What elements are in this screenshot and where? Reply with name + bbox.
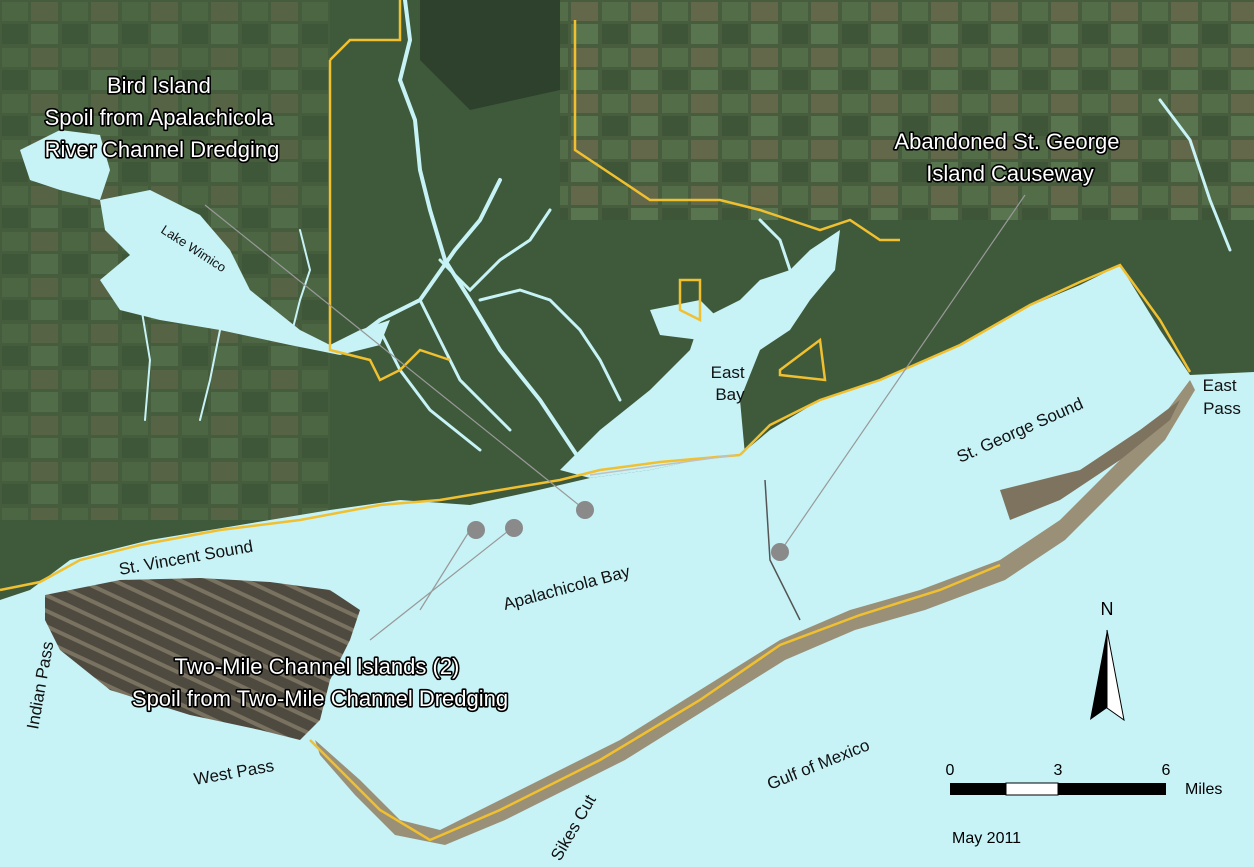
swamp-dark bbox=[420, 0, 560, 110]
scale-seg-1 bbox=[950, 783, 1006, 795]
scale-seg-3 bbox=[1058, 783, 1166, 795]
scale-tick-6: 6 bbox=[1162, 762, 1171, 779]
st-vincent-island bbox=[45, 578, 360, 740]
callout-causeway: Abandoned St. George Island Causeway bbox=[894, 129, 1125, 186]
leader-lines bbox=[204, 194, 1026, 641]
farmland-northeast bbox=[560, 0, 1254, 220]
scale-bar: 0 3 6 Miles bbox=[946, 762, 1223, 798]
marker-causeway bbox=[771, 543, 789, 561]
bird-island-water bbox=[20, 130, 110, 200]
marker-bird-island bbox=[576, 501, 594, 519]
label-east-pass: East Pass bbox=[1203, 376, 1242, 418]
callout-two-mile: Two-Mile Channel Islands (2) Spoil from … bbox=[132, 654, 508, 711]
scale-tick-3: 3 bbox=[1054, 762, 1063, 779]
cape-george bbox=[1000, 400, 1180, 520]
causeway-line bbox=[764, 479, 801, 621]
north-arrow-left-half bbox=[1090, 630, 1107, 720]
marker-two-mile-1 bbox=[467, 521, 485, 539]
scale-tick-0: 0 bbox=[946, 762, 955, 779]
north-arrow-label: N bbox=[1101, 599, 1114, 619]
label-east-bay: East Bay bbox=[711, 363, 750, 404]
callout-bird-island: Bird Island Spoil from Apalachicola Rive… bbox=[45, 73, 280, 162]
east-bay-cove bbox=[650, 300, 720, 340]
north-arrow: N bbox=[1090, 599, 1125, 722]
scale-seg-2 bbox=[1005, 782, 1059, 796]
river-network bbox=[139, 0, 1232, 462]
lake-wimico-water bbox=[100, 190, 390, 355]
east-bay-water bbox=[560, 230, 840, 478]
north-arrow-right-half bbox=[1106, 629, 1125, 722]
map-date: May 2011 bbox=[952, 830, 1021, 847]
marker-two-mile-2 bbox=[505, 519, 523, 537]
reserve-boundary bbox=[0, 0, 1192, 842]
scale-unit: Miles bbox=[1185, 781, 1222, 798]
bridge-line bbox=[589, 454, 736, 476]
